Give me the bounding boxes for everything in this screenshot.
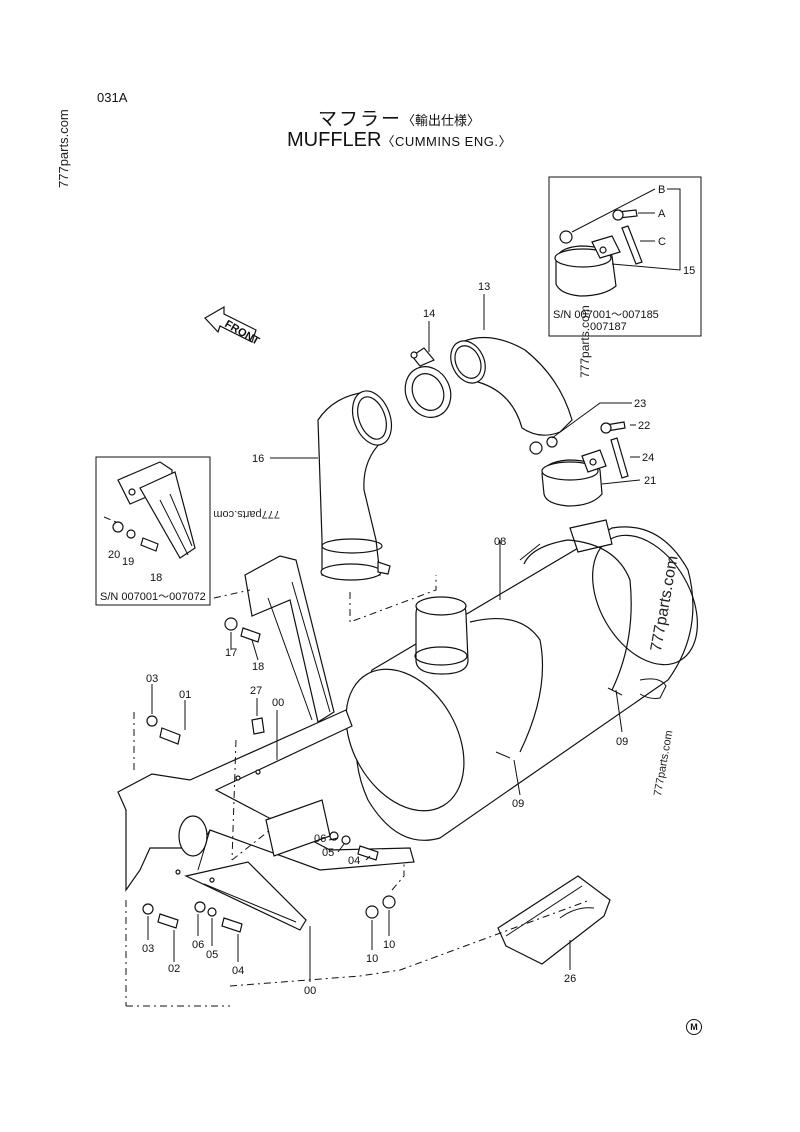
label-23: 23 — [634, 398, 646, 410]
inset-clamp-15 — [554, 209, 643, 297]
inset-bolt-a — [612, 209, 624, 221]
clamp-21 — [529, 402, 641, 507]
inset-top-right: B A C 15 S/N 007001～007185 007187 — [548, 176, 702, 337]
label-01: 01 — [179, 689, 191, 701]
watermark-left: 777parts.com — [56, 109, 71, 188]
inset-left-bolt-18 — [140, 537, 159, 552]
washer-06-lower — [194, 901, 206, 913]
muffler-08 — [345, 519, 698, 841]
bolt-04-lower — [221, 917, 243, 933]
washer-17 — [224, 617, 238, 631]
nut-23 — [529, 441, 543, 455]
label-17: 17 — [225, 647, 237, 659]
watermark-right-upper: 777parts.com — [578, 305, 592, 378]
label-06-lower: 06 — [192, 939, 204, 951]
bolt-04-mid — [357, 845, 379, 861]
label-06-mid: 06 — [314, 833, 326, 845]
label-14: 14 — [423, 308, 435, 320]
label-24: 24 — [642, 452, 654, 464]
watermark-mid: 777parts.com — [213, 508, 280, 520]
hardware-03-01 — [146, 684, 186, 745]
inset-label-b: B — [658, 184, 665, 196]
washer-03-upper — [146, 715, 158, 727]
label-04-mid: 04 — [348, 855, 360, 867]
washer-05-mid — [341, 835, 351, 845]
inset-pin-c — [621, 225, 643, 265]
inset-label-a: A — [658, 208, 666, 220]
hardware-27 — [251, 698, 265, 735]
inset-top-sn-2: 007187 — [590, 321, 627, 333]
title-jp-main: マフラー — [318, 109, 403, 130]
inset-left-washer-20 — [112, 521, 124, 533]
inset-top-sn-1: S/N 007001～007185 — [553, 309, 659, 321]
inset-left-label-20: 20 — [108, 549, 120, 561]
bracket-00 — [117, 555, 415, 931]
nut-10-left — [365, 905, 379, 919]
inset-top-frame — [548, 176, 702, 337]
inset-left: 20 19 18 S/N 007001～007072 — [95, 456, 211, 606]
nut-10-right — [382, 895, 396, 909]
clamp-14 — [404, 321, 452, 418]
title-japanese: マフラー〈輸出仕様〉 — [318, 104, 480, 131]
heat-shield-26 — [497, 875, 611, 970]
label-05-mid: 05 — [322, 847, 334, 859]
inset-nut-b — [559, 230, 573, 244]
label-13: 13 — [478, 281, 490, 293]
front-arrow: FRONT — [204, 305, 262, 348]
inset-left-sn: S/N 007001～007072 — [100, 591, 206, 603]
bolt-02 — [157, 913, 179, 929]
inset-left-label-19: 19 — [122, 556, 134, 568]
u-bolts-09 — [495, 543, 623, 796]
label-10-right: 10 — [383, 939, 395, 951]
inset-left-washer-19 — [126, 529, 136, 539]
label-08: 08 — [494, 536, 506, 548]
page-code: 031A — [97, 90, 128, 105]
label-00-lower: 00 — [304, 985, 316, 997]
pin-24 — [610, 437, 629, 479]
elbow-pipe-13 — [450, 294, 573, 436]
label-09-lower: 09 — [512, 798, 524, 810]
label-21: 21 — [644, 475, 656, 487]
nuts-10 — [365, 895, 396, 950]
label-05-lower: 05 — [206, 949, 218, 961]
label-03-upper: 03 — [146, 673, 158, 685]
inset-left-label-18: 18 — [150, 572, 162, 584]
hardware-06-05-04-mid — [328, 831, 379, 861]
title-en-sub: 〈CUMMINS ENG.〉 — [381, 134, 512, 149]
label-18: 18 — [252, 661, 264, 673]
label-10-left: 10 — [366, 953, 378, 965]
label-22: 22 — [638, 420, 650, 432]
label-16: 16 — [252, 453, 264, 465]
label-09-right: 09 — [616, 736, 628, 748]
label-02: 02 — [168, 963, 180, 975]
label-27: 27 — [250, 685, 262, 697]
title-english: MUFFLER〈CUMMINS ENG.〉 — [287, 129, 512, 152]
inset-left-frame — [95, 456, 211, 606]
washer-03-lower — [142, 903, 154, 915]
inset-label-15: 15 — [683, 265, 695, 277]
inset-label-c: C — [658, 236, 666, 248]
title-en-main: MUFFLER — [287, 129, 382, 151]
label-03-lower: 03 — [142, 943, 154, 955]
bolt-27 — [251, 717, 265, 735]
label-26: 26 — [564, 973, 576, 985]
bolt-01 — [159, 727, 181, 745]
label-00-upper: 00 — [272, 697, 284, 709]
alignment-lines — [125, 575, 591, 1007]
hardware-17-18 — [224, 617, 261, 661]
hardware-lower-left — [142, 901, 243, 962]
title-jp-sub: 〈輸出仕様〉 — [402, 113, 481, 128]
m-mark-icon: M — [686, 1019, 702, 1035]
label-04-lower: 04 — [232, 965, 244, 977]
washer-05-lower — [207, 907, 217, 917]
bolt-18 — [240, 627, 261, 643]
pipe-16 — [270, 390, 393, 581]
